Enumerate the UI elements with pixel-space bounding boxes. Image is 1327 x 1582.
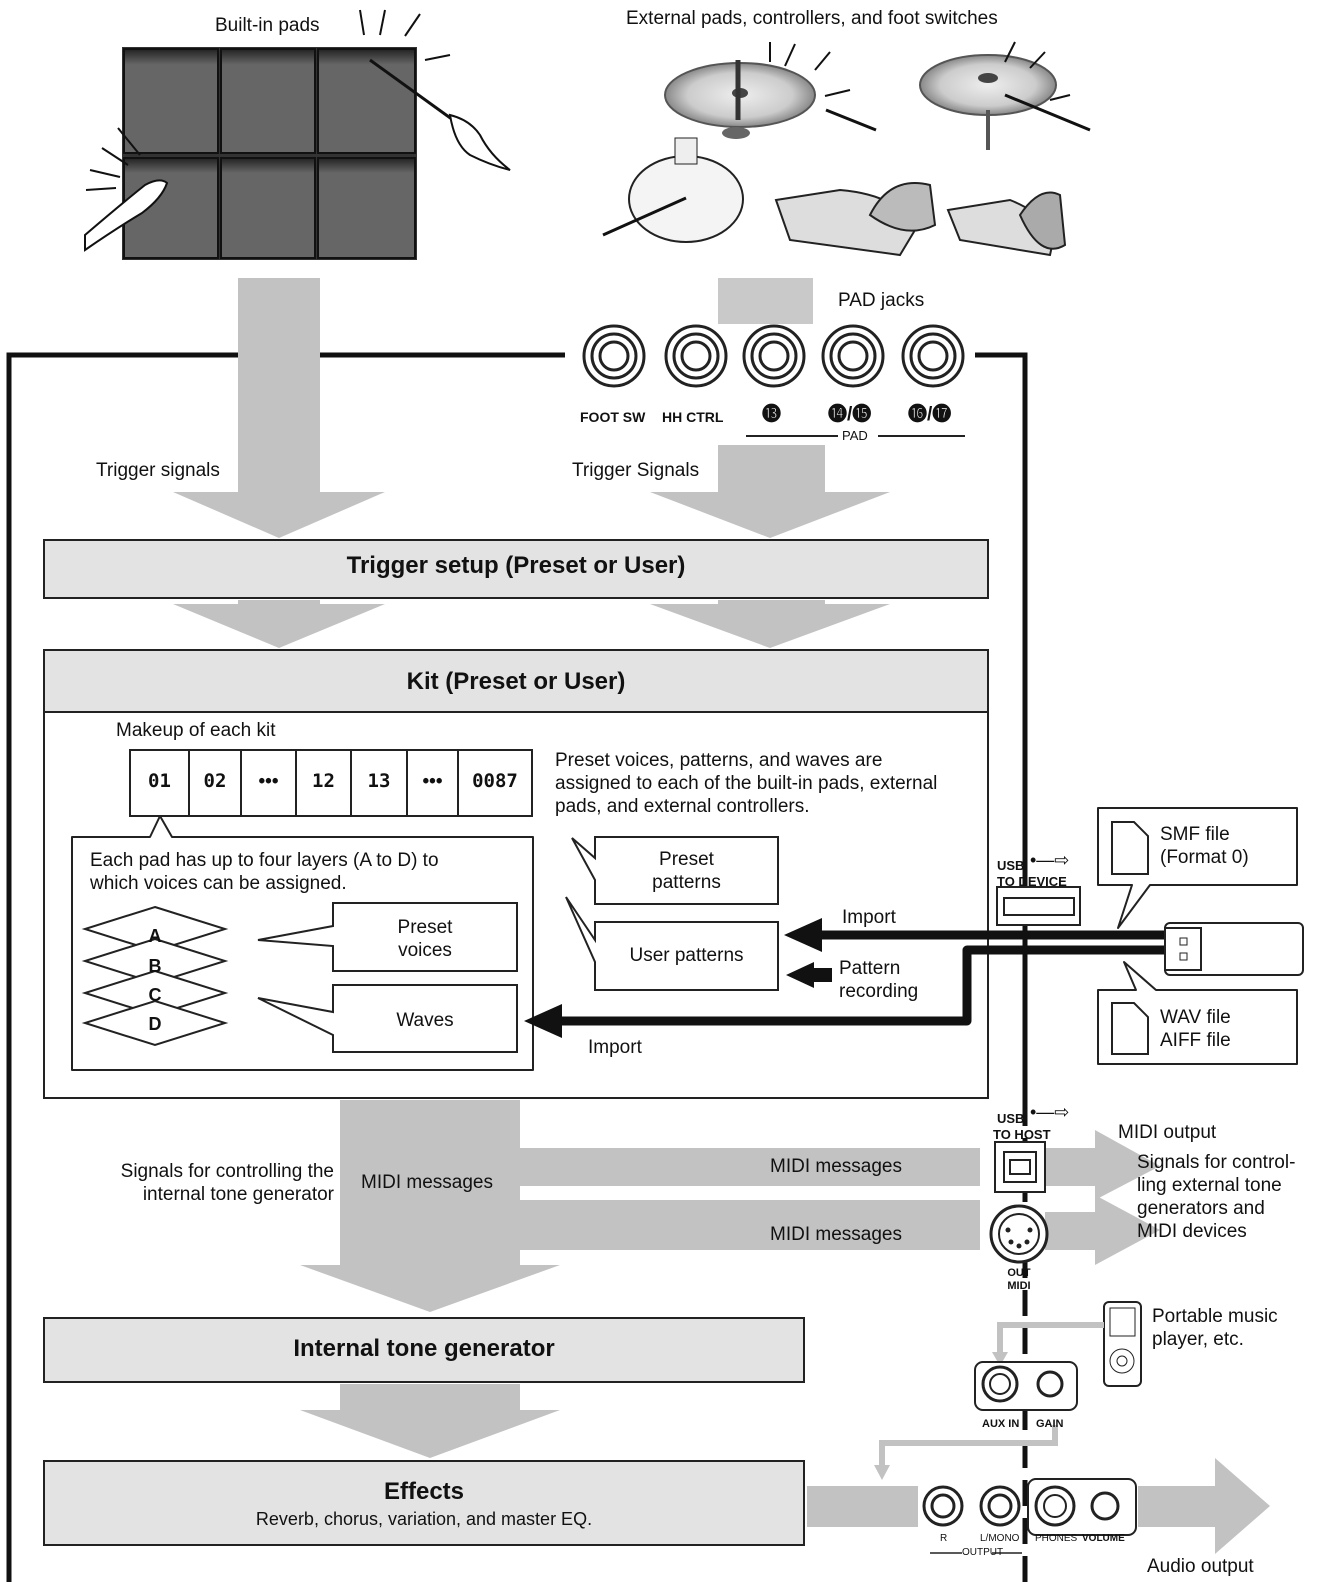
- layer-a: A: [148, 926, 162, 946]
- signals-external-label: Signals for control- ling external tone …: [1137, 1152, 1296, 1242]
- layer-diamonds: [81, 905, 229, 1047]
- trigger-setup-title: Trigger setup (Preset or User): [346, 552, 686, 579]
- waves-label: Waves: [396, 1010, 454, 1031]
- pad16-17-label: ⓰/⓱: [908, 404, 952, 425]
- foot-sw-jack-label: FOOT SW: [580, 409, 646, 425]
- midi-messages-main: MIDI messages: [361, 1172, 493, 1193]
- pad-jacks-label: PAD jacks: [838, 290, 925, 311]
- layer-c: C: [148, 985, 162, 1005]
- kit-cell: 12: [312, 770, 335, 792]
- audio-output-label: Audio output: [1147, 1556, 1254, 1577]
- midi-out-label: OUT: [1007, 1267, 1031, 1279]
- import-top-label: Import: [842, 907, 896, 928]
- trigger-signals-left: Trigger signals: [96, 460, 220, 481]
- jack-row: [582, 324, 965, 388]
- import-arrows: [524, 918, 1165, 1038]
- layer-d: D: [148, 1014, 162, 1034]
- external-pads-illustration: [602, 41, 1091, 257]
- volume-label: VOLUME: [1082, 1533, 1125, 1544]
- kit-cell: 13: [367, 770, 391, 792]
- kit-cell: 0087: [472, 770, 518, 792]
- builtin-pads-illustration: [84, 9, 511, 260]
- aux-in-label: AUX IN: [982, 1418, 1020, 1430]
- preset-patterns-label: Preset patterns: [652, 849, 721, 893]
- usb-host-label: USB: [997, 1111, 1025, 1126]
- gain-label: GAIN: [1036, 1418, 1064, 1430]
- pad13-label: ⓭: [762, 404, 782, 425]
- kit-cell: 02: [203, 770, 227, 792]
- hh-ctrl-jack-label: HH CTRL: [662, 409, 724, 425]
- pad14-15-label: ⓮/⓯: [828, 404, 872, 425]
- midi-output-label: MIDI output: [1118, 1122, 1217, 1143]
- kit-cell: •••: [422, 771, 443, 792]
- import-bottom-label: Import: [588, 1037, 642, 1058]
- usb-icon: •—⇨: [1030, 850, 1070, 870]
- makeup-label: Makeup of each kit: [116, 720, 276, 741]
- usb-icon: •—⇨: [1030, 1102, 1070, 1122]
- midi-port-label: MIDI: [1007, 1280, 1031, 1292]
- pattern-recording-label: Pattern recording: [839, 958, 919, 1002]
- output-label: OUTPUT: [962, 1547, 1004, 1558]
- to-host-label: TO HOST: [993, 1127, 1051, 1142]
- pad-group-label: PAD: [842, 428, 868, 443]
- wav-file-label: WAV file AIFF file: [1160, 1007, 1231, 1051]
- effects-title: Effects: [383, 1478, 465, 1505]
- portable-player-label: Portable music player, etc.: [1152, 1306, 1278, 1350]
- kit-title: Kit (Preset or User): [406, 668, 626, 695]
- output-lmono-label: L/MONO: [980, 1533, 1020, 1544]
- kit-cell: 01: [148, 770, 171, 792]
- usb-device-label: USB: [997, 858, 1025, 873]
- builtin-pads-label: Built-in pads: [215, 15, 320, 36]
- trigger-arrows: [173, 278, 890, 648]
- trigger-signals-right: Trigger Signals: [572, 460, 700, 481]
- midi-messages-usb: MIDI messages: [770, 1156, 902, 1177]
- preset-voices-label: Preset voices: [397, 917, 453, 961]
- midi-messages-din: MIDI messages: [770, 1224, 902, 1245]
- tone-generator-title: Internal tone generator: [293, 1335, 555, 1362]
- output-r-label: R: [940, 1533, 948, 1544]
- layers-description: Each pad has up to four layers (A to D) …: [90, 850, 439, 894]
- to-device-label: TO DEVICE: [997, 874, 1067, 889]
- effects-subtitle: Reverb, chorus, variation, and master EQ…: [255, 1509, 593, 1529]
- kit-cell: •••: [258, 771, 279, 792]
- midi-flow: [300, 1100, 1270, 1554]
- phones-label: PHONES: [1035, 1533, 1078, 1544]
- smf-file-label: SMF file (Format 0): [1160, 824, 1249, 868]
- assigned-description: Preset voices, patterns, and waves are a…: [555, 750, 938, 817]
- layer-b: B: [148, 956, 162, 976]
- user-patterns-label: User patterns: [629, 945, 744, 966]
- signals-internal-label: Signals for controlling the internal ton…: [120, 1161, 334, 1205]
- output-jacks: [922, 1485, 1021, 1527]
- external-label: External pads, controllers, and foot swi…: [626, 8, 998, 29]
- makeup-cells: [129, 749, 533, 817]
